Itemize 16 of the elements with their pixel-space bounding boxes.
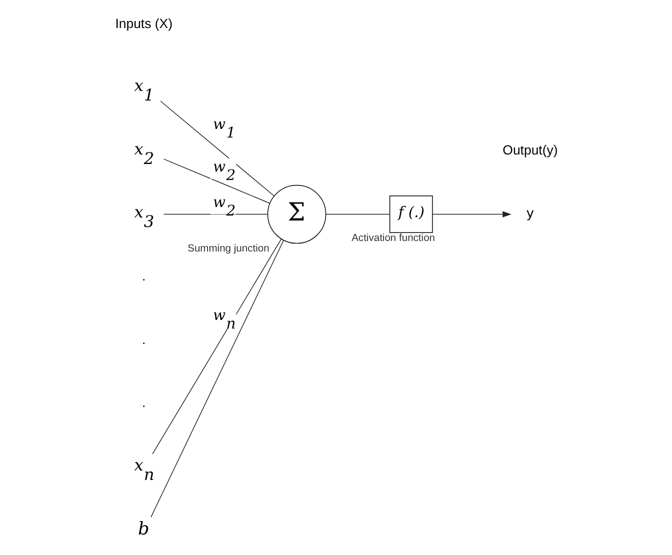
connector [152,238,282,454]
label: . [142,332,146,347]
node-circle: Σ [266,184,326,244]
label: Inputs (X) [114,16,172,31]
connector [150,240,284,518]
connector [325,214,390,215]
node-text: y [526,206,534,222]
connector [160,100,274,196]
label: . [142,395,146,410]
node-box: f (.) [388,196,432,234]
arrow [432,211,511,218]
label: . [142,268,146,284]
label: Output(y) [502,142,558,158]
node-label: Summing junction [187,244,269,255]
node-label: Activation function [351,232,435,244]
node-text: b [137,519,149,540]
